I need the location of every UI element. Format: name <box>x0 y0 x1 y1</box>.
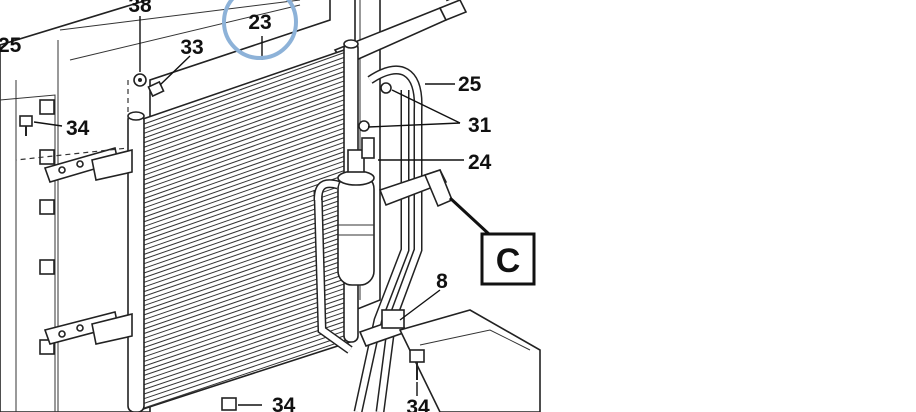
condenser-fin <box>143 127 347 199</box>
condenser-fin <box>143 287 347 358</box>
callout-38: 38 <box>128 0 152 17</box>
callout-34-left: 34 <box>66 117 90 140</box>
condenser-fin <box>143 202 347 274</box>
condenser-fin <box>143 254 347 325</box>
callout-25-right: 25 <box>458 73 482 96</box>
receiver-drier <box>337 137 375 286</box>
lower-clamp <box>358 309 408 348</box>
condenser-fin <box>143 56 347 130</box>
view-marker-box: C <box>480 232 536 286</box>
condenser-fin <box>143 245 347 316</box>
callout-34-bottom-right: 34 <box>406 396 430 412</box>
bolt-34-left <box>19 115 33 136</box>
condenser-fin <box>143 98 347 172</box>
condenser-fin <box>143 207 347 279</box>
condenser-fin <box>143 112 347 185</box>
condenser-fin <box>143 150 347 223</box>
bolt-34-right <box>409 349 425 380</box>
leader-lines <box>33 16 492 406</box>
condenser-fin <box>143 197 347 269</box>
condenser-fin <box>143 183 347 255</box>
condenser-fin <box>143 249 347 321</box>
condenser-fin <box>143 334 347 404</box>
condenser-fin <box>143 108 347 181</box>
condenser-fin <box>143 330 347 400</box>
condenser-fin <box>143 141 347 213</box>
condenser-fin <box>143 325 347 395</box>
condenser-fin <box>143 174 347 246</box>
bolt-34-bottom <box>221 397 237 411</box>
fittings-31 <box>358 82 392 132</box>
left-upper-bracket <box>43 146 133 183</box>
condenser-fin <box>143 273 347 344</box>
condenser-fin <box>143 339 347 409</box>
condenser-fin <box>143 268 347 339</box>
condenser-fin <box>143 282 347 353</box>
condenser-fin <box>143 70 347 144</box>
condenser-fin <box>143 263 347 334</box>
condenser-fin <box>143 306 347 376</box>
condenser-fin <box>143 145 347 218</box>
condenser-fin <box>143 311 347 381</box>
condenser-fin <box>143 212 347 283</box>
condenser-fin <box>143 136 347 209</box>
condenser-fin <box>143 94 347 167</box>
condenser-fin <box>143 230 347 302</box>
condenser-fin <box>143 84 347 158</box>
condenser-fins <box>143 51 347 409</box>
condenser-fin <box>143 103 347 176</box>
condenser-fin <box>143 79 347 153</box>
callout-24: 24 <box>468 151 492 174</box>
condenser-fin <box>143 240 347 311</box>
condenser-fin <box>143 320 347 390</box>
lower-crossmember <box>398 309 541 412</box>
callout-8: 8 <box>436 270 448 293</box>
condenser-fin <box>143 155 347 227</box>
condenser-fin <box>143 226 347 297</box>
callout-33: 33 <box>180 36 203 59</box>
left-header-tank <box>127 111 145 412</box>
bolt-33 <box>133 73 165 98</box>
condenser-fin <box>143 221 347 293</box>
condenser-fin <box>143 315 347 386</box>
condenser-fin <box>143 292 347 362</box>
condenser-fin <box>143 65 347 139</box>
condenser-fin <box>143 301 347 372</box>
view-marker-label: C <box>496 242 521 280</box>
highlight-circle <box>222 0 298 60</box>
condenser-fin <box>143 131 347 204</box>
condenser-fin <box>143 259 347 330</box>
callout-23: 23 <box>248 11 271 34</box>
condenser-fin <box>143 235 347 307</box>
condenser-fin <box>143 297 347 367</box>
condenser-fin <box>143 278 347 348</box>
callout-34-bottom-left: 34 <box>272 394 296 412</box>
condenser-fin <box>143 51 347 125</box>
condenser-fin <box>143 193 347 265</box>
condenser-fin <box>143 122 347 195</box>
condenser-fin <box>143 169 347 241</box>
condenser-fin <box>143 216 347 288</box>
condenser-fin <box>143 117 347 190</box>
condenser-fin <box>143 75 347 148</box>
condenser-core <box>139 46 351 412</box>
dashed-reference-line <box>15 80 129 161</box>
condenser-fin <box>143 179 347 251</box>
condenser-fin <box>143 164 347 237</box>
condenser-fin <box>143 89 347 162</box>
callout-31: 31 <box>468 114 492 137</box>
condenser-fin <box>143 60 347 134</box>
left-lower-bracket <box>43 311 133 345</box>
callout-25-left: 25 <box>0 34 22 57</box>
condenser-fin <box>143 160 347 232</box>
condenser-fin <box>143 188 347 260</box>
